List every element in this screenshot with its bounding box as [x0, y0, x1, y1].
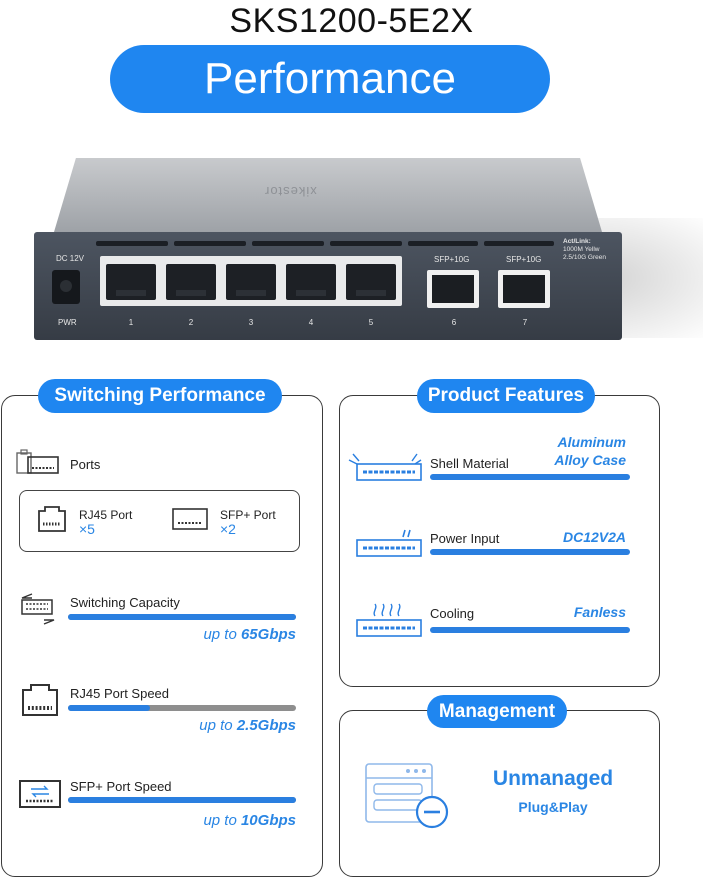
sfp-port [427, 270, 479, 308]
port-number: 1 [128, 318, 134, 327]
rj45-speed-value: up to 2.5Gbps [120, 717, 296, 734]
rj45-port-count: ×5 [79, 521, 95, 537]
sfp-port [498, 270, 550, 308]
rj45-speed-icon [22, 684, 58, 716]
sfp-icon [172, 508, 208, 530]
switching-performance-title: Switching Performance [38, 379, 282, 413]
rj45-speed-bar [68, 705, 296, 711]
product-features-title: Product Features [417, 379, 595, 413]
sfp-speed-value: up to 10Gbps [120, 812, 296, 829]
dc-jack [52, 270, 80, 304]
sfp-label: SFP+10G [506, 255, 542, 264]
management-title: Management [427, 695, 567, 728]
vent [330, 241, 402, 246]
port-number: 6 [451, 318, 457, 327]
vent [96, 241, 168, 246]
port-number: 2 [188, 318, 194, 327]
shell-material-bar [430, 474, 630, 480]
sfp-speed-label: SFP+ Port Speed [70, 779, 172, 794]
dc-label: DC 12V [56, 254, 85, 263]
sfp-port-name: SFP+ Port [220, 508, 276, 522]
port-number: 4 [308, 318, 314, 327]
cooling-value: Fanless [573, 604, 626, 620]
rj45-icon [38, 506, 66, 532]
port-number: 3 [248, 318, 254, 327]
rj45-port [286, 264, 336, 300]
rj45-port [106, 264, 156, 300]
shell-material-label: Shell Material [430, 456, 509, 471]
switching-capacity-bar [68, 614, 296, 620]
ports-icon [16, 449, 59, 474]
power-input-label: Power Input [430, 531, 500, 546]
act-link-line1: 1000M Yellw [563, 246, 600, 253]
act-link-line2: 2.5/10G Green [563, 254, 606, 261]
sfp-speed-bar [68, 797, 296, 803]
rj45-port [226, 264, 276, 300]
vent [252, 241, 324, 246]
value-number: 2.5Gbps [236, 717, 296, 734]
performance-banner: Performance [110, 45, 550, 113]
sfp-label: SFP+10G [434, 255, 470, 264]
vent [174, 241, 246, 246]
ports-label: Ports [70, 457, 101, 472]
value-number: 65Gbps [240, 626, 296, 643]
switching-performance-panel [1, 395, 323, 877]
act-link-title: Act/Link: [563, 238, 591, 245]
rj45-port [346, 264, 396, 300]
device-brand: xikestor [264, 184, 317, 199]
shell-material-value-2: Alloy Case [554, 452, 626, 468]
cooling-icon [356, 603, 422, 637]
port-number: 5 [368, 318, 374, 327]
power-input-value: DC12V2A [562, 529, 626, 545]
device-top [54, 158, 602, 232]
value-number: 10Gbps [240, 812, 296, 829]
value-prefix: up to [199, 717, 237, 734]
pwr-label: PWR [58, 318, 77, 327]
cooling-label: Cooling [430, 606, 475, 621]
sfp-speed-fill [68, 797, 296, 803]
sfp-speed-icon [19, 780, 61, 808]
rj45-port [166, 264, 216, 300]
power-input-bar [430, 549, 630, 555]
cooling-bar [430, 627, 630, 633]
management-sub: Plug&Play [518, 799, 588, 815]
switching-icon [21, 593, 55, 625]
port-number: 7 [522, 318, 528, 327]
shell-material-value-1: Aluminum [557, 434, 626, 450]
shell-icon [348, 453, 422, 481]
switching-capacity-value: up to 65Gbps [120, 626, 296, 643]
sfp-port-count: ×2 [220, 521, 236, 537]
rj45-speed-fill [68, 705, 151, 711]
act-link-legend: Act/Link: 1000M Yellw 2.5/10G Green [563, 238, 606, 262]
management-value: Unmanaged [492, 767, 614, 790]
power-icon [356, 529, 422, 557]
rj45-speed-label: RJ45 Port Speed [70, 686, 170, 701]
rj45-port-name: RJ45 Port [79, 508, 133, 522]
port-counts-box [19, 490, 300, 552]
vent [484, 241, 554, 246]
switching-capacity-fill [68, 614, 296, 620]
value-prefix: up to [203, 812, 241, 829]
value-prefix: up to [203, 626, 241, 643]
server-minus-icon [365, 763, 449, 829]
vent [408, 241, 478, 246]
switch-device: xikestor DC 12V PWR 1 2 3 4 5 SFP+10G SF… [34, 158, 703, 340]
switching-capacity-label: Switching Capacity [70, 595, 180, 610]
model-title: SKS1200-5E2X [229, 2, 474, 40]
